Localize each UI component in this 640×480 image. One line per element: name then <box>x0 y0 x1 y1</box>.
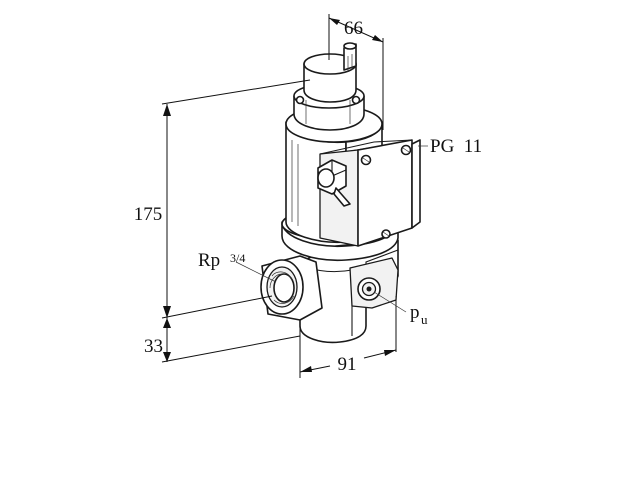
leader-pu <box>373 291 407 313</box>
label-connection-size: 3/4 <box>230 251 245 265</box>
inlet-port <box>260 255 323 321</box>
dimension-top-width: 66 <box>344 18 363 39</box>
leader-rp <box>235 261 277 283</box>
label-pressure-port: p <box>410 302 420 323</box>
dimension-lines <box>161 14 428 378</box>
label-cable-gland: PG 11 <box>430 136 482 157</box>
valve-body <box>299 239 399 344</box>
label-connection-prefix: Rp <box>198 250 220 271</box>
dimension-body-width: 91 <box>338 354 357 375</box>
cable-gland <box>317 159 351 207</box>
actuator-top <box>293 42 365 131</box>
dimension-height: 175 <box>134 204 163 225</box>
label-pressure-port-sub: u <box>421 312 428 327</box>
dimension-bottom-offset: 33 <box>144 336 163 357</box>
